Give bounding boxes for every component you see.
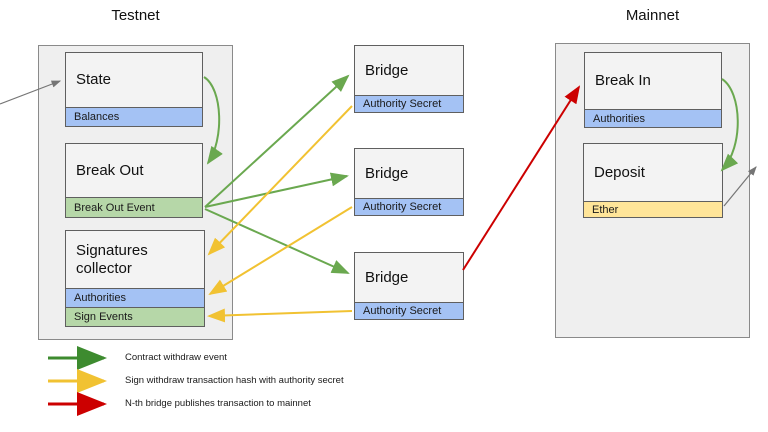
balances-bar: Balances — [66, 107, 202, 126]
bridge-2-box: Bridge Authority Secret — [354, 148, 464, 216]
break-in-title: Break In — [595, 72, 651, 89]
legend-label-contract-withdraw: Contract withdraw event — [125, 352, 227, 363]
bridge-2-authority-secret-bar: Authority Secret — [355, 198, 463, 215]
state-title: State — [76, 71, 112, 88]
break-out-box: Break Out Break Out Event — [65, 143, 203, 218]
break-out-event-bar: Break Out Event — [66, 197, 202, 217]
legend-label-sign-withdraw: Sign withdraw transaction hash with auth… — [125, 375, 344, 386]
mainnet-region-title: Mainnet — [625, 7, 680, 24]
bridge-3-box: Bridge Authority Secret — [354, 252, 464, 320]
deposit-title: Deposit — [594, 163, 645, 181]
bridge-1-authority-secret-bar: Authority Secret — [355, 95, 463, 112]
bridge-3-authority-secret-bar: Authority Secret — [355, 302, 463, 319]
break-out-title: Break Out — [76, 161, 144, 179]
state-box: State Balances — [65, 52, 203, 127]
bridge-3-title: Bridge — [365, 268, 409, 286]
sign-events-bar: Sign Events — [66, 307, 204, 326]
break-in-authorities-bar: Authorities — [585, 109, 721, 127]
bridge-1-title: Bridge — [365, 61, 409, 79]
ether-bar: Ether — [584, 201, 722, 217]
signatures-collector-box: Signatures collector Authorities Sign Ev… — [65, 230, 205, 327]
testnet-region-title: Testnet — [111, 7, 160, 24]
signatures-collector-title: Signatures collector — [76, 241, 148, 277]
deposit-box: Deposit Ether — [583, 143, 723, 218]
break-in-box: Break In Authorities — [584, 52, 722, 128]
bridge-1-box: Bridge Authority Secret — [354, 45, 464, 113]
authorities-bar: Authorities — [66, 288, 204, 307]
bridge-2-title: Bridge — [365, 164, 409, 182]
legend-label-nth-bridge: N-th bridge publishes transaction to mai… — [125, 398, 311, 409]
